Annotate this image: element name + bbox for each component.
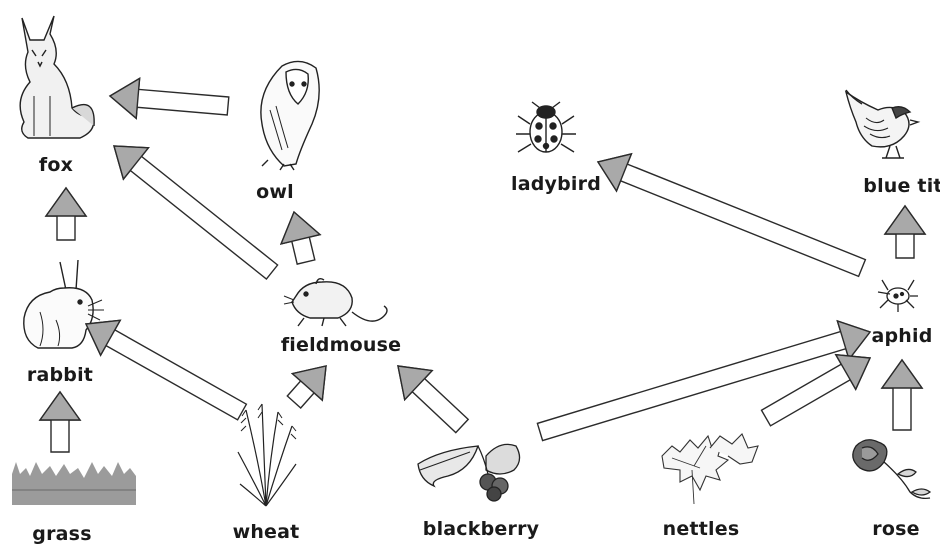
fox-icon <box>20 16 94 138</box>
arrowhead-aphid-to-blue-tit <box>885 206 925 234</box>
wheat-icon <box>238 404 296 506</box>
label-ladybird: ladybird <box>511 173 601 195</box>
fieldmouse-icon <box>284 279 387 326</box>
nettles-icon <box>662 434 758 504</box>
blackberry-icon <box>418 444 520 501</box>
energy-flow-arrows <box>40 78 925 452</box>
arrowhead-rabbit-to-fox <box>46 188 86 216</box>
arrow-aphid-to-ladybird <box>598 154 865 277</box>
arrowhead-grass-to-rabbit <box>40 392 80 420</box>
label-blackberry: blackberry <box>423 518 539 540</box>
label-wheat: wheat <box>233 521 300 543</box>
label-grass: grass <box>32 523 91 545</box>
aphid-icon <box>878 280 918 312</box>
arrowhead-fieldmouse-to-owl <box>281 212 320 244</box>
arrowhead-rose-to-aphid <box>882 360 922 388</box>
arrowhead-owl-to-fox <box>110 78 140 118</box>
label-rose: rose <box>872 518 919 540</box>
ladybird-icon <box>516 102 576 152</box>
label-owl: owl <box>256 181 294 203</box>
blue-tit-icon <box>846 90 918 158</box>
label-nettles: nettles <box>663 518 740 540</box>
owl-icon <box>261 61 319 170</box>
grass-icon <box>12 462 136 505</box>
label-rabbit: rabbit <box>27 364 93 386</box>
label-fieldmouse: fieldmouse <box>281 334 401 356</box>
label-fox: fox <box>39 154 73 176</box>
label-aphid: aphid <box>871 325 932 347</box>
rose-icon <box>853 440 930 499</box>
label-blue-tit: blue tit <box>863 175 940 197</box>
arrow-fieldmouse-to-fox <box>114 146 278 279</box>
